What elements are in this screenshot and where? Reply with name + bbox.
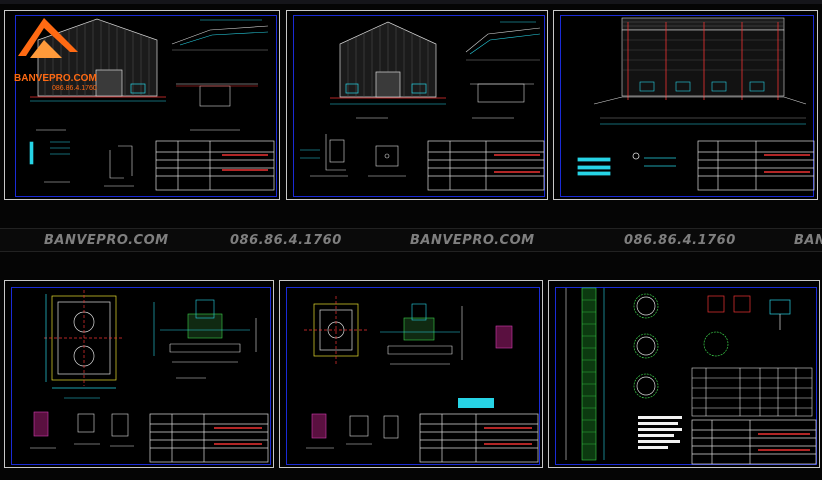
footing-section-4 [153,299,257,379]
title-block-2 [427,140,545,191]
top-toolbar-strip [0,0,822,4]
watermark-phone-2: 086.86.4.1760 [624,233,736,248]
detail-callouts-1 [29,129,240,187]
title-block-1 [155,140,275,191]
logo-name: BANVEPRO.COM [14,73,97,84]
title-block-6 [691,419,817,465]
title-block-4 [149,413,269,463]
notes-3 [577,152,676,176]
drawing-sheet-4[interactable] [4,280,274,468]
roof-truss-detail-1 [171,19,269,107]
building-elevation-1 [30,18,166,102]
building-elevation-2 [330,21,446,105]
title-block-5 [419,413,539,463]
watermark-band [0,228,822,252]
sheet-frame [555,287,817,465]
logo-phone: 086.86.4.1760 [52,85,97,92]
side-elevation-3 [593,17,807,125]
sheet-frame [293,15,545,197]
rebar-sections-6 [633,293,791,399]
rebar-schedule-table-6 [691,367,813,417]
sheet-frame [15,15,277,197]
roof-truss-detail-2 [465,21,541,103]
sheet-frame [560,15,814,197]
foundation-plan-4 [44,290,124,389]
watermark-site-2: BANVEPRO.COM [410,233,535,248]
watermark-site-1: BANVEPRO.COM [44,233,169,248]
watermark-phone-1: 086.86.4.1760 [230,233,342,248]
notes-block-6 [638,416,682,449]
detail-callouts-2 [300,117,514,177]
footing-section-5 [380,303,513,365]
foundation-plan-5 [304,296,368,364]
logo-roof-icon [18,18,78,58]
sheet-frame [11,287,271,465]
sheet-frame [286,287,540,465]
column-details-4 [30,397,134,449]
column-details-5 [306,398,494,449]
column-elevation-6 [565,287,605,461]
watermark-site-3: BAN [794,233,822,248]
title-block-3 [697,140,815,191]
